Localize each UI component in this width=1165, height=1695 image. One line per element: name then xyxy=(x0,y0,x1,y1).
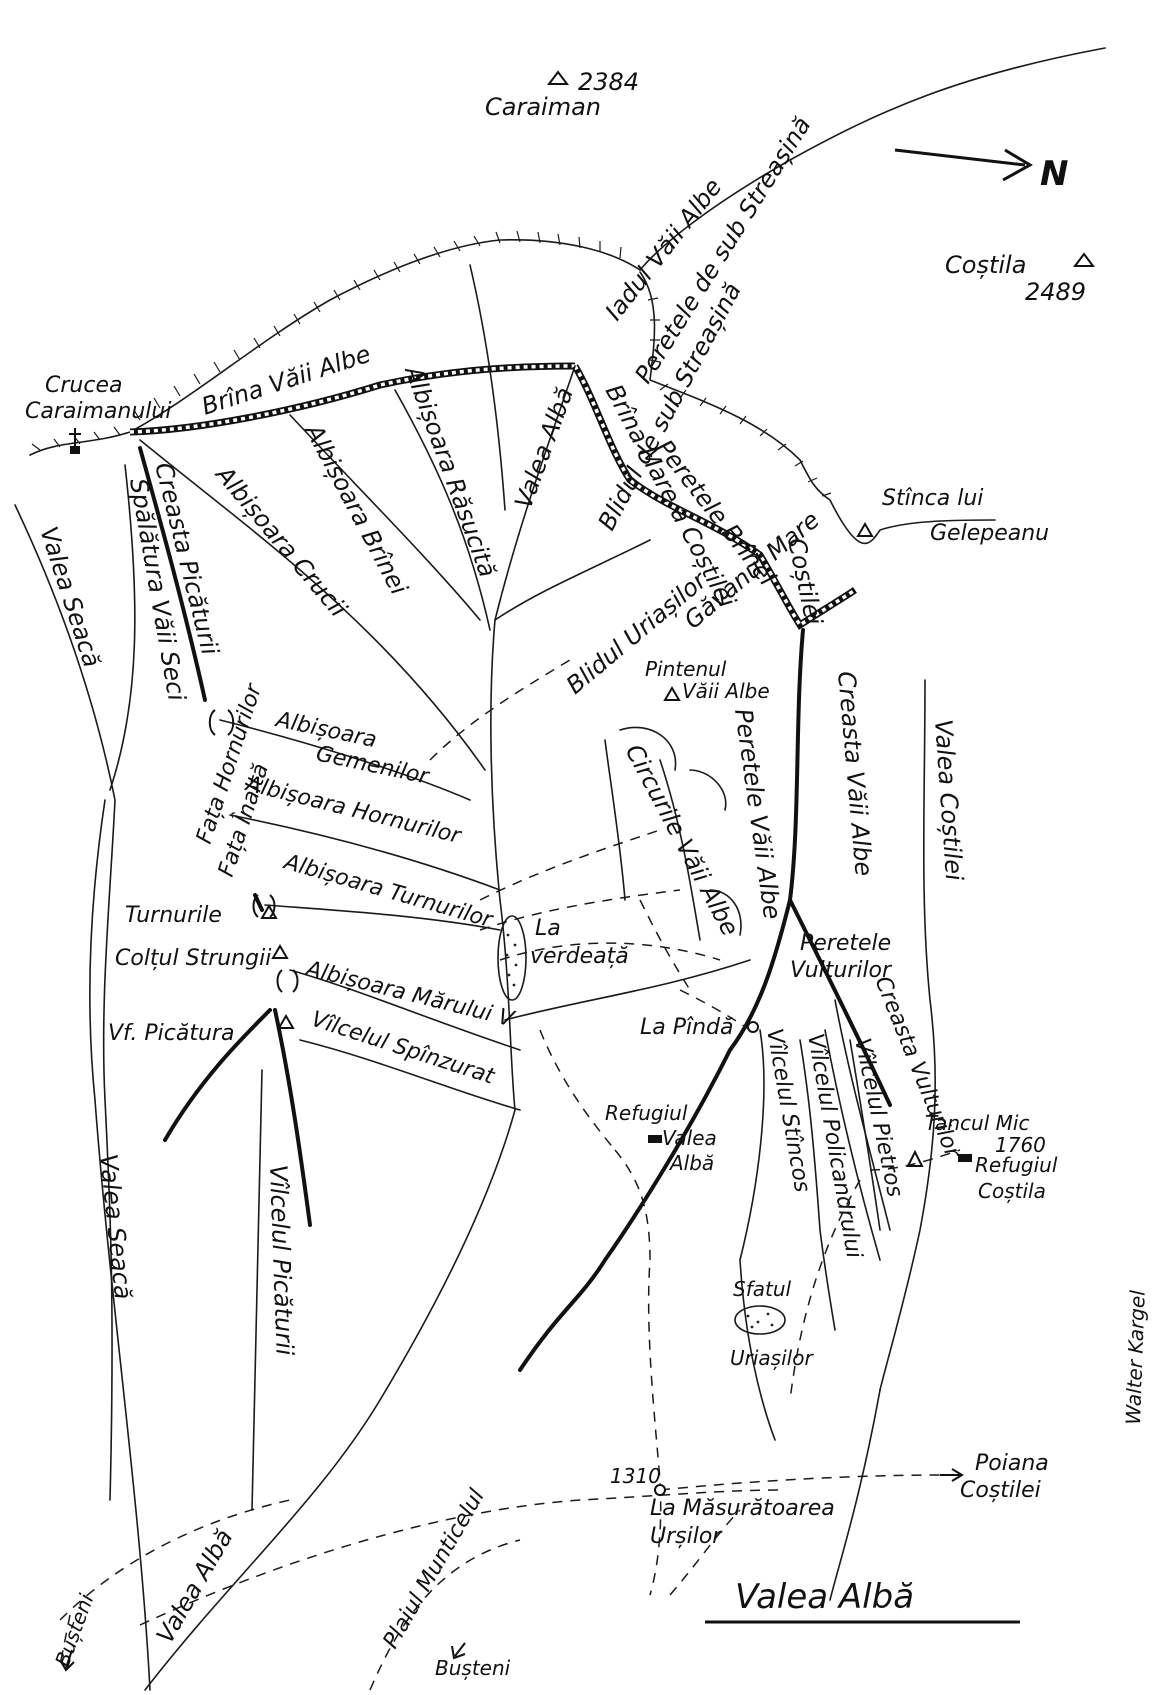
tancul-mic-label-2: 1760 xyxy=(995,1133,1046,1157)
elev-1310-label: 1310 xyxy=(610,1464,661,1488)
la-masuratoarea-label-1: La Măsurătoarea xyxy=(650,1496,835,1521)
creasta-picaturii-ridge xyxy=(138,446,312,1227)
sfatul-uriasilor-label-1: Sfatul xyxy=(733,1277,792,1301)
la-pinda-label: La Pîndă xyxy=(640,1015,734,1040)
costila-peak-triangle-icon xyxy=(1073,252,1095,267)
la-verdeata-patch xyxy=(497,915,527,1001)
valea-seaca-lower-label: Valea Seacă xyxy=(94,1153,137,1301)
cross-icon xyxy=(69,428,81,454)
pintenul-label-2: Văii Albe xyxy=(682,679,770,703)
north-label: N xyxy=(1040,154,1068,194)
peretele-vulturilor-label-1: Peretele xyxy=(800,931,891,956)
la-verdeata-label-1: La xyxy=(535,916,561,941)
pintenul-triangle-icon xyxy=(663,686,681,701)
la-verdeata-label-2: verdeață xyxy=(530,944,629,969)
vilcelul-picaturii-label: Vîlcelul Picăturii xyxy=(264,1164,299,1356)
map-title: Valea Albă xyxy=(735,1577,914,1617)
busteni-left-arrow-icon xyxy=(59,1649,75,1672)
refugiul-costila-hut-icon xyxy=(958,1154,972,1162)
circurile-vaii-albe-label: Circurile Văii Albe xyxy=(620,740,744,941)
north-arrow-icon xyxy=(894,148,1033,182)
brina-vaii-albe-ledge xyxy=(129,362,857,630)
crucea-label-2: Caraimanului xyxy=(25,399,171,424)
poiana-costilei-label-2: Coștilei xyxy=(960,1478,1041,1503)
valleys xyxy=(14,264,936,1691)
poiana-costilei-label-1: Poiana xyxy=(975,1451,1049,1476)
crucea-label-1: Crucea xyxy=(45,373,122,398)
coltul-strungii-label: Colțul Strungii xyxy=(115,946,271,971)
costila-elevation: 2489 xyxy=(1025,278,1086,306)
refugiul-valea-alba-label-2: Valea xyxy=(662,1126,717,1150)
la-masuratoarea-label-2: Urșilor xyxy=(650,1524,723,1549)
refugiul-valea-alba-label-3: Albă xyxy=(668,1151,714,1175)
caraiman-name: Caraiman xyxy=(485,93,601,121)
refugiul-valea-alba-label-1: Refugiul xyxy=(605,1101,688,1125)
tancul-mic-label-1: Tancul Mic xyxy=(925,1111,1029,1135)
busteni-left-label: Bușteni xyxy=(50,1590,98,1669)
turnurile-label: Turnurile xyxy=(125,903,222,928)
costila-name: Coștila xyxy=(945,251,1026,279)
peretele-vulturilor-label-2: Vulturilor xyxy=(790,958,893,983)
costilei-label: Coștilei xyxy=(782,535,828,627)
busteni-bottom-label: Bușteni xyxy=(435,1656,511,1680)
albisoara-hornurilor-label: Albișoara Hornurilor xyxy=(242,771,465,849)
creasta-vaii-albe-label: Creasta Văii Albe xyxy=(832,670,878,877)
stinca-gelepeanu-label-1: Stînca lui xyxy=(882,486,983,511)
refugiul-valea-alba-hut-icon xyxy=(648,1135,662,1143)
albisoara-turnurilor-label: Albișoara Turnurilor xyxy=(279,849,496,933)
circuri-arcs xyxy=(604,726,742,936)
stinca-gelepeanu-label-2: Gelepeanu xyxy=(930,521,1049,546)
sfatul-uriasilor-patch xyxy=(734,1305,786,1335)
la-pinda-point-icon xyxy=(747,1021,759,1033)
sfatul-uriasilor-label-2: Uriașilor xyxy=(730,1346,814,1370)
sfatul-uriasilor-dots xyxy=(746,1312,774,1329)
peretele-vaii-albe-label: Peretele Văii Albe xyxy=(729,707,786,921)
caraiman-peak-triangle-icon xyxy=(547,70,569,85)
walter-kargel-label: Walter Kargel xyxy=(1121,1289,1150,1425)
creasta-picaturii-brackets xyxy=(208,709,299,993)
valea-alba-upper-label: Valea Albă xyxy=(509,384,579,512)
main-ridge xyxy=(29,47,1106,545)
vf-picatura-triangle-icon xyxy=(277,1014,295,1029)
elev-1310-point-icon xyxy=(654,1484,666,1496)
trails xyxy=(59,659,961,1691)
vf-picatura-label: Vf. Picătura xyxy=(108,1021,234,1046)
la-verdeata-dots xyxy=(505,933,518,987)
valea-seaca-upper-label: Valea Seacă xyxy=(34,523,106,670)
coltul-strungii-triangle-icon xyxy=(271,944,289,959)
busteni-bottom-arrow-icon xyxy=(451,1642,466,1660)
plaiul-munticelul-label: Plaiul Munticelul xyxy=(379,1485,490,1653)
refugiul-costila-label-2: Coștila xyxy=(978,1179,1046,1203)
albisoara-rasucita-label: Albișoara Răsucită xyxy=(399,361,502,581)
poiana-arrow-icon xyxy=(940,1468,964,1482)
valea-costilei-label: Valea Coștilei xyxy=(929,718,968,881)
caraiman-elevation: 2384 xyxy=(578,68,639,96)
pintenul-label-1: Pintenul xyxy=(645,657,727,681)
creasta-vaii-albe-ridge xyxy=(518,628,892,1372)
refugiul-costila-label-1: Refugiul xyxy=(975,1153,1058,1177)
tancul-mic-triangle-icon xyxy=(906,1149,924,1167)
stinca-gelepeanu-triangle-icon xyxy=(856,522,874,537)
